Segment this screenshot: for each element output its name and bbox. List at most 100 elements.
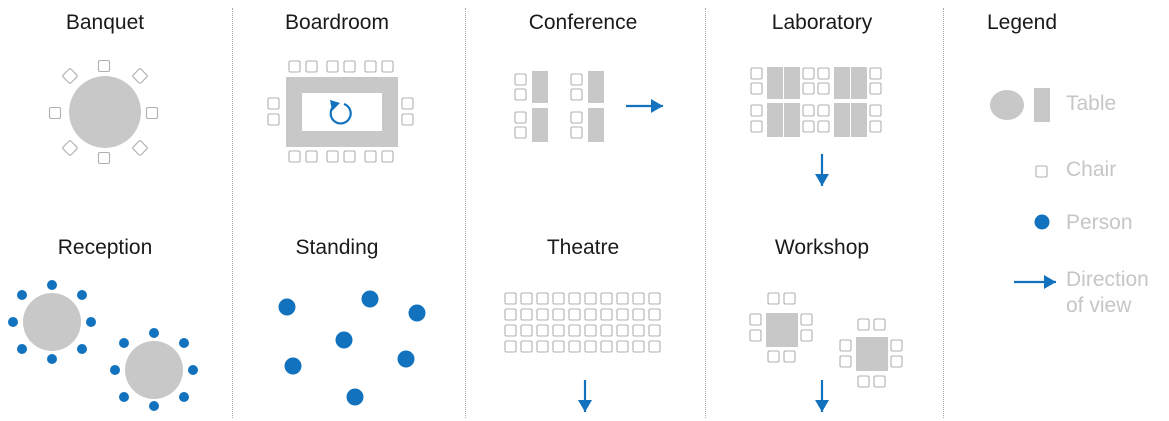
column-separator [465,8,466,418]
chair-icon [648,292,661,305]
chair-icon [552,308,565,321]
column-separator [705,8,706,418]
chair-icon [857,318,870,331]
person-icon [179,392,189,402]
workshop-label: Workshop [774,236,870,259]
chair-icon [584,292,597,305]
rotate-icon [329,102,352,125]
chair-icon [514,88,527,101]
person-icon [179,338,189,348]
person-icon [77,344,87,354]
person-icon [77,290,87,300]
chair-icon [381,150,394,163]
rotate-icon-head [330,100,340,111]
person-icon [1034,214,1050,230]
table-icon [532,108,548,142]
chair-icon [514,73,527,86]
chair-icon [568,324,581,337]
table-icon [872,337,888,371]
chair-icon [584,324,597,337]
legend-person-label: Person [1066,211,1133,234]
table-icon [856,337,872,371]
table-icon [767,103,783,137]
chair-icon [817,120,830,133]
chair-icon [62,140,78,156]
chair-icon [343,150,356,163]
chair-icon [802,120,815,133]
person-icon [110,365,120,375]
chair-icon [132,68,148,84]
chair-icon [750,120,763,133]
chair-icon [536,292,549,305]
person-icon [47,280,57,290]
table-icon [784,67,800,99]
table-icon [851,67,867,99]
reception-label: Reception [57,236,153,259]
chair-icon [648,340,661,353]
chair-icon [520,324,533,337]
chair-icon [570,73,583,86]
chair-icon [132,140,148,156]
person-icon [188,365,198,375]
chair-icon [514,111,527,124]
table-icon [588,71,604,103]
chair-icon [381,60,394,73]
arrow-head-icon [815,400,829,412]
person-icon [397,350,415,368]
table-icon [834,103,850,137]
chair-icon [514,126,527,139]
person-icon [119,338,129,348]
column-separator [943,8,944,418]
chair-icon [800,313,813,326]
chair-icon [802,67,815,80]
legend-direction-label: Direction [1066,268,1149,291]
chair-icon [802,82,815,95]
chair-icon [783,292,796,305]
chair-icon [800,329,813,342]
chair-icon [616,324,629,337]
chair-icon [401,97,414,110]
chair-icon [750,104,763,117]
person-icon [149,401,159,411]
chair-icon [817,82,830,95]
chair-icon [783,350,796,363]
chair-icon [504,308,517,321]
person-icon [284,357,302,375]
chair-icon [749,329,762,342]
chair-icon [570,111,583,124]
chair-icon [616,340,629,353]
chair-icon [600,308,613,321]
chair-icon [568,292,581,305]
table-icon [588,108,604,142]
boardroom-label: Boardroom [285,11,389,34]
banquet-label: Banquet [65,11,145,34]
chair-icon [767,292,780,305]
chair-icon [288,150,301,163]
chair-icon [504,292,517,305]
standing-label: Standing [295,236,379,259]
chair-icon [97,59,111,73]
chair-icon [568,340,581,353]
person-icon [335,331,353,349]
arrow-head-icon [1044,275,1056,289]
laboratory-label: Laboratory [771,11,873,34]
person-icon [408,304,426,322]
table-icon [767,67,783,99]
chair-icon [890,339,903,352]
chair-icon [536,324,549,337]
chair-icon [520,308,533,321]
person-icon [149,328,159,338]
chair-icon [817,104,830,117]
arrow-head-icon [815,174,829,186]
chair-icon [869,120,882,133]
person-icon [17,344,27,354]
chair-icon [600,340,613,353]
chair-icon [305,60,318,73]
legend-table-icon [990,90,1024,120]
table-icon [382,93,398,131]
chair-icon [267,113,280,126]
table-icon [851,103,867,137]
chair-icon [584,340,597,353]
chair-icon [97,151,111,165]
